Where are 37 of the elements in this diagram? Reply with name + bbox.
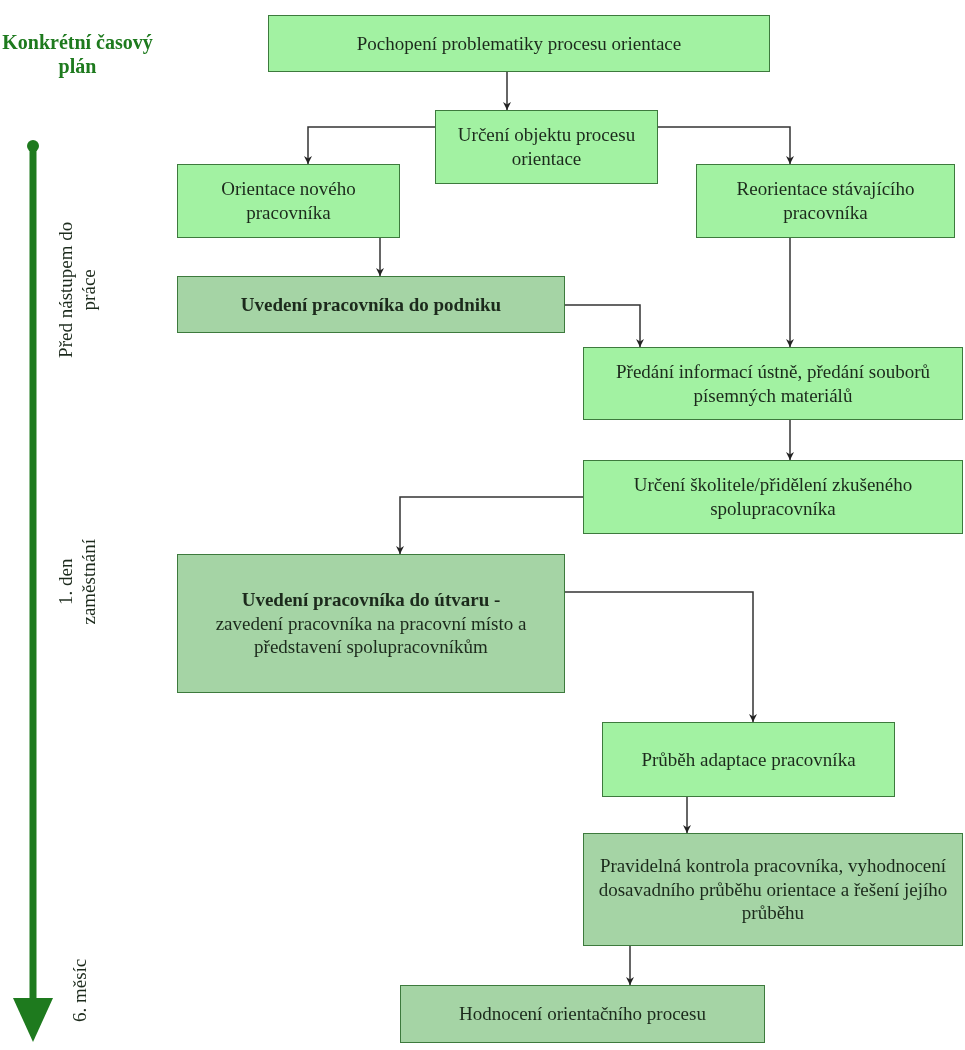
phase-label: Před nástupem do práce (55, 220, 100, 360)
arrow (626, 945, 634, 986)
process-box (583, 347, 963, 420)
arrow (564, 304, 644, 348)
process-box (177, 164, 400, 238)
arrow (304, 126, 436, 165)
arrow (657, 126, 794, 165)
process-box (583, 460, 963, 534)
box-text: Předání informací ústně, předání souborů písemných materiálů (615, 359, 931, 408)
arrow (564, 591, 757, 723)
arrow (683, 796, 691, 834)
phase-label: 6. měsíc (68, 957, 91, 1024)
process-box (177, 276, 565, 333)
timeline-title: Konkrétní časový plán (1, 30, 154, 78)
box-text: Pravidelná kontrola pracovníka, vyhodnocení dosavadního průběhu orientace a řešení jejího průběhu (597, 853, 949, 926)
box-text: Uvedení pracovníka do podniku (240, 292, 502, 317)
arrow (786, 419, 794, 461)
box-text: Hodnocení orientačního procesu (459, 1002, 706, 1026)
box-text: Uvedení pracovníka do útvaru - zavedení pracovníka na pracovní místo a představení spolupracovníkům (214, 587, 528, 660)
process-box (696, 164, 955, 238)
process-box (583, 833, 963, 946)
box-text: Orientace nového pracovníka (220, 177, 357, 225)
arrow (376, 237, 384, 277)
process-box (177, 554, 565, 693)
box-text: Určení objektu procesu orientace (456, 123, 637, 171)
phase-label: 1. den zaměstnání (55, 538, 100, 627)
process-box (602, 722, 895, 797)
box-text: Pochopení problematiky procesu orientace (356, 31, 682, 56)
process-box (400, 985, 765, 1043)
process-box (268, 15, 770, 72)
box-text: Průběh adaptace pracovníka (641, 747, 856, 772)
box-text: Reorientace stávajícího pracovníka (735, 177, 916, 225)
arrow (396, 496, 584, 555)
arrow (786, 237, 794, 348)
box-text: Určení školitele/přidělení zkušeného spolupracovníka (632, 473, 914, 521)
process-box (435, 110, 658, 184)
arrow (503, 71, 511, 111)
